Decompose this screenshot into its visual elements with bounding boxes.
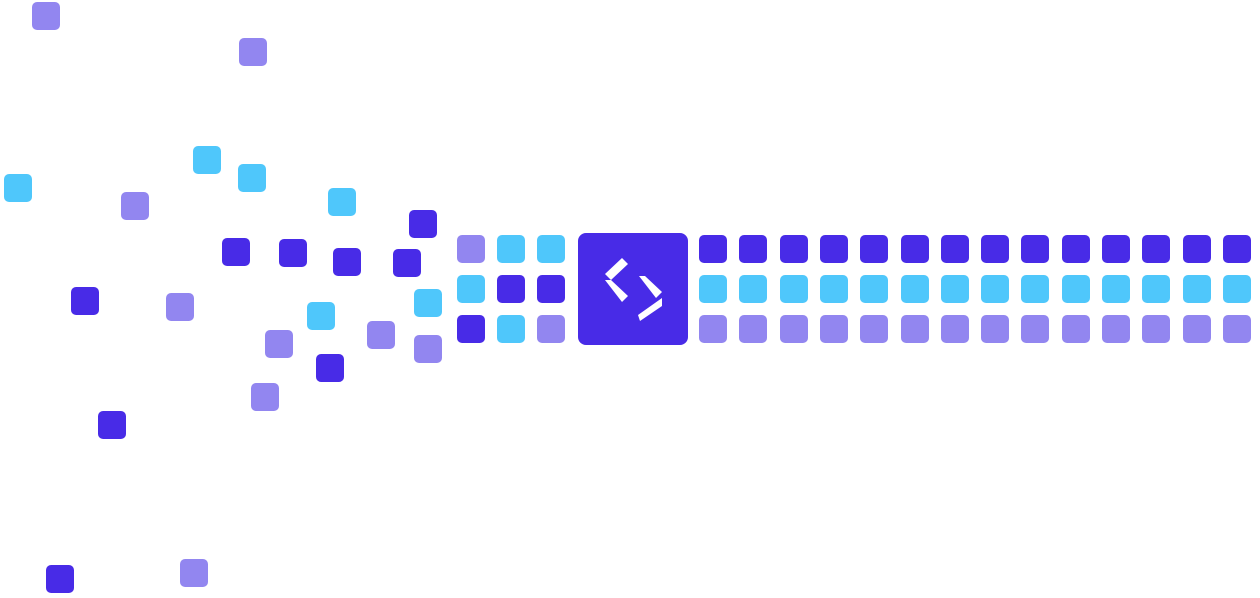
- grid-tile: [779, 315, 808, 343]
- scattered-tile: [32, 2, 60, 30]
- grid-tile: [699, 235, 727, 263]
- grid-tile: [537, 275, 565, 303]
- scattered-tile: [316, 354, 344, 382]
- grid-tile: [940, 235, 969, 263]
- grid-tile: [1061, 275, 1090, 303]
- scattered-tile: [238, 164, 266, 192]
- grid-tile: [1222, 235, 1251, 263]
- grid-tile: [900, 315, 929, 343]
- scattered-tile: [222, 238, 250, 266]
- grid-tile: [779, 275, 808, 303]
- grid-tile: [981, 235, 1010, 263]
- grid-tile: [940, 315, 969, 343]
- grid-tile: [1061, 315, 1090, 343]
- grid-tile: [1102, 235, 1130, 263]
- grid-tile: [1021, 315, 1050, 343]
- scattered-tile: [121, 192, 149, 220]
- grid-tile: [699, 315, 727, 343]
- grid-tile: [497, 315, 525, 343]
- scattered-tile: [265, 330, 293, 358]
- scattered-tile: [367, 321, 395, 349]
- scattered-tile: [307, 302, 335, 330]
- scattered-tile: [166, 293, 194, 321]
- grid-tile: [1061, 235, 1090, 263]
- grid-tile: [819, 315, 848, 343]
- scattered-tile: [71, 287, 99, 315]
- scattered-tile: [193, 146, 221, 174]
- scattered-tile: [414, 289, 442, 317]
- grid-tile: [1102, 315, 1130, 343]
- scattered-tile: [279, 239, 307, 267]
- grid-tile: [1222, 315, 1251, 343]
- grid-tile: [981, 315, 1010, 343]
- grid-tile: [1222, 275, 1251, 303]
- grid-tile: [860, 235, 889, 263]
- grid-tile: [457, 315, 485, 343]
- logo-tile: [578, 233, 688, 345]
- grid-tile: [497, 235, 525, 263]
- scattered-tile: [393, 249, 421, 277]
- grid-tile: [537, 315, 565, 343]
- grid-tile: [739, 315, 768, 343]
- grid-tile: [819, 235, 848, 263]
- grid-tile: [860, 315, 889, 343]
- scattered-tile: [4, 174, 32, 202]
- scattered-tile: [414, 335, 442, 363]
- grid-tile: [739, 235, 768, 263]
- grid-tile: [457, 235, 485, 263]
- grid-tile: [1021, 235, 1050, 263]
- code-brackets-icon: [605, 258, 662, 321]
- grid-tile: [699, 275, 727, 303]
- scattered-tile: [98, 411, 126, 439]
- scattered-tile: [46, 565, 74, 593]
- grid-tile: [1142, 235, 1171, 263]
- grid-tile: [1182, 235, 1211, 263]
- scattered-tile: [333, 248, 361, 276]
- grid-tile: [940, 275, 969, 303]
- grid-tile: [497, 275, 525, 303]
- scattered-tile: [239, 38, 267, 66]
- grid-tile: [1142, 315, 1171, 343]
- grid-tile: [739, 275, 768, 303]
- scattered-tile: [251, 383, 279, 411]
- grid-tile: [900, 275, 929, 303]
- grid-tile: [900, 235, 929, 263]
- scattered-tile: [409, 210, 437, 238]
- grid-tile: [1142, 275, 1171, 303]
- grid-tile: [457, 275, 485, 303]
- grid-tile: [1021, 275, 1050, 303]
- grid-tile: [537, 235, 565, 263]
- scattered-tile: [328, 188, 356, 216]
- grid-tile: [1182, 275, 1211, 303]
- grid-tile: [1102, 275, 1130, 303]
- grid-tile: [779, 235, 808, 263]
- grid-tile: [1182, 315, 1211, 343]
- grid-tile: [819, 275, 848, 303]
- grid-tile: [860, 275, 889, 303]
- scattered-tile: [180, 559, 208, 587]
- grid-tile: [981, 275, 1010, 303]
